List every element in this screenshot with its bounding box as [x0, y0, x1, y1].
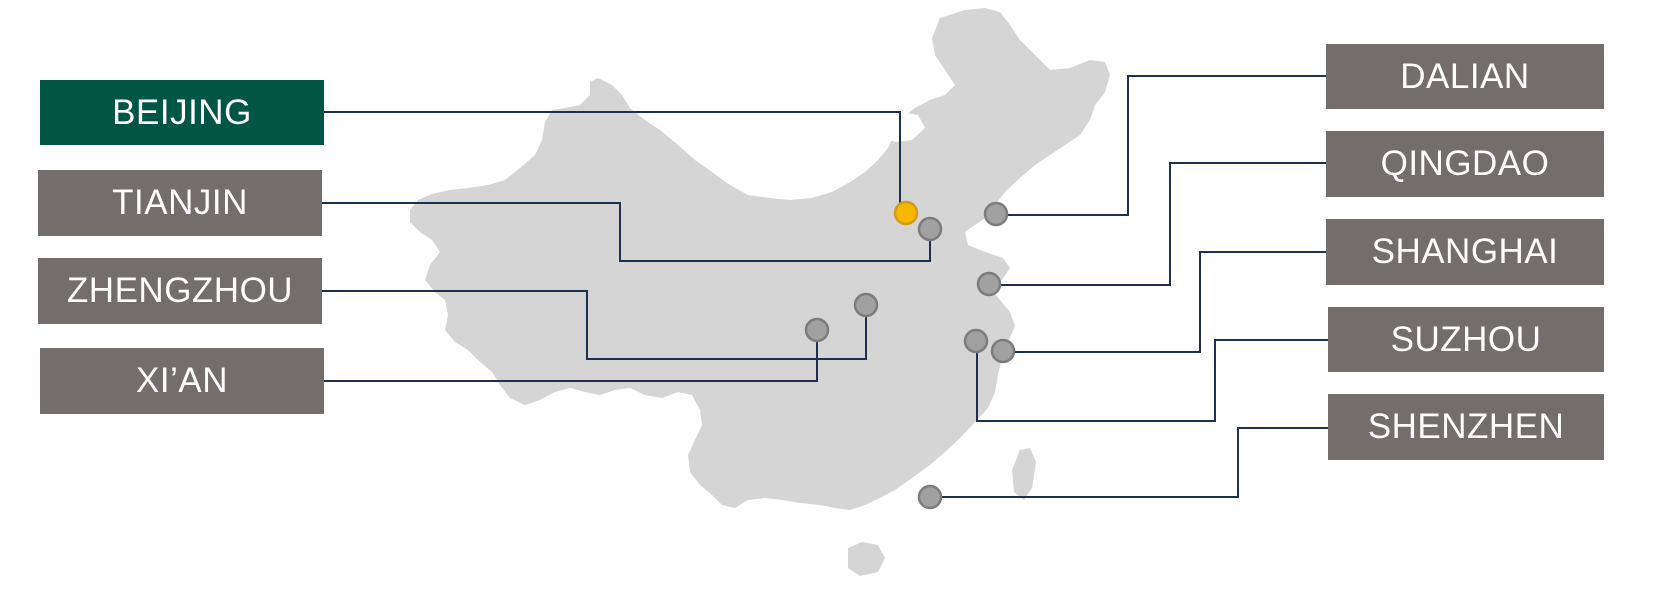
china-landmass — [410, 8, 1110, 510]
city-label-tianjin[interactable]: TIANJIN — [38, 170, 322, 236]
city-label-shenzhen[interactable]: SHENZHEN — [1328, 394, 1604, 460]
leader-line-suzhou — [976, 339, 1328, 422]
marker-beijing[interactable] — [893, 200, 919, 226]
marker-xian[interactable] — [804, 317, 830, 343]
city-label-dalian[interactable]: DALIAN — [1326, 44, 1604, 109]
bohai-sea — [880, 112, 925, 142]
marker-zhengzhou[interactable] — [853, 292, 879, 318]
leader-line-tianjin — [322, 202, 931, 262]
leader-line-dalian — [1006, 75, 1326, 216]
hainan-island — [848, 542, 885, 576]
city-label-suzhou[interactable]: SUZHOU — [1328, 307, 1604, 372]
city-label-qingdao[interactable]: QINGDAO — [1326, 131, 1604, 197]
city-label-shanghai[interactable]: SHANGHAI — [1326, 219, 1604, 285]
leader-line-zhengzhou — [322, 290, 867, 360]
city-label-beijing[interactable]: BEIJING — [40, 80, 324, 145]
marker-shenzhen[interactable] — [917, 484, 943, 510]
leader-line-qingdao — [1000, 162, 1326, 286]
leader-line-xian — [324, 337, 818, 382]
leader-line-shanghai — [1012, 251, 1326, 353]
marker-tianjin[interactable] — [917, 216, 943, 242]
leader-line-shenzhen — [930, 427, 1328, 498]
leader-line-beijing — [324, 111, 901, 212]
marker-suzhou[interactable] — [963, 328, 989, 354]
marker-shanghai[interactable] — [990, 338, 1016, 364]
marker-qingdao[interactable] — [976, 271, 1002, 297]
city-label-xian[interactable]: XI’AN — [40, 348, 324, 414]
city-label-zhengzhou[interactable]: ZHENGZHOU — [38, 258, 322, 324]
taiwan-island — [1012, 448, 1036, 500]
marker-dalian[interactable] — [983, 201, 1009, 227]
